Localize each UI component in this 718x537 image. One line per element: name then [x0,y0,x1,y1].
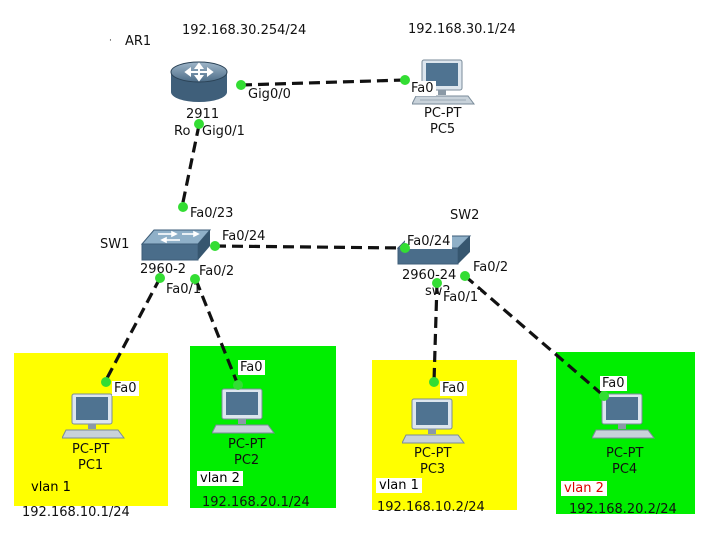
sw1-port-fa0-24: Fa0/24 [222,229,266,244]
pc3-vlan-badge: vlan 1 [376,478,422,493]
pc2-vlan-badge: vlan 2 [197,471,243,486]
pc2-type: PC-PT [228,437,266,452]
tiny-mark: · [109,36,112,46]
pc4-vlan-badge: vlan 2 [561,481,607,496]
sw2-model: 2960-24 [402,268,457,283]
pc3-port: Fa0 [440,381,467,396]
pc4-ip: 192.168.20.2/24 [569,502,677,517]
router-icon [170,61,228,102]
pc5-port: Fa0 [409,81,436,96]
link-status-dot [400,243,410,253]
pc3-type: PC-PT [414,446,452,461]
pc1-ip: 192.168.10.1/24 [22,505,130,520]
sw1-port-fa0-1: Fa0/1 [166,282,202,297]
pc1-name: PC1 [78,458,104,473]
link-status-dot [101,377,111,387]
pc-icon [61,393,125,439]
link-sw1-pc2 [194,279,240,386]
link-status-dot [194,119,204,129]
router-model: 2911 [186,107,220,122]
sw2-port-fa0-24: Fa0/24 [405,234,453,249]
pc3-ip: 192.168.10.2/24 [377,500,485,515]
router-name-partial: Ro [174,124,191,139]
link-status-dot [400,75,410,85]
link-ar1-pc5 [240,78,406,87]
link-status-dot [155,273,165,283]
sw2-port-fa0-2: Fa0/2 [471,260,511,275]
pc3-name: PC3 [420,462,446,477]
pc4[interactable] [591,392,656,440]
pc-icon [401,398,465,444]
sw1-port-fa0-2: Fa0/2 [199,264,235,279]
pc2[interactable] [211,387,276,435]
pc1-type: PC-PT [72,442,110,457]
link-status-dot [190,274,200,284]
pc5-ip: 192.168.30.1/24 [408,22,516,37]
link-sw2-pc4 [463,274,606,398]
pc4-type: PC-PT [606,446,644,461]
link-status-dot [178,202,188,212]
sw2-name: SW2 [450,208,480,223]
switch-sw1[interactable] [140,228,212,264]
pc3[interactable] [401,397,466,445]
sw1-model: 2960-2 [140,262,187,277]
pc2-name: PC2 [234,453,260,468]
pc1-port: Fa0 [112,381,139,396]
switch-icon [140,229,212,261]
router-name: AR1 [125,34,152,49]
pc-icon [211,388,275,434]
link-status-dot [429,377,439,387]
link-status-dot [210,241,220,251]
router-ip: 192.168.30.254/24 [182,23,307,38]
pc5-type: PC-PT [424,106,462,121]
link-status-dot [432,278,442,288]
pc5-name: PC5 [430,122,456,137]
link-status-dot [460,271,470,281]
sw2-port-fa0-1: Fa0/1 [441,290,481,305]
pc4-port: Fa0 [600,376,627,391]
pc2-ip: 192.168.20.1/24 [202,495,310,510]
link-status-dot [233,380,243,390]
pc1-vlan-badge: vlan 1 [28,480,74,495]
router-port-g0-1: Gig0/1 [202,124,245,139]
router-port-g0-0: Gig0/0 [246,87,293,102]
sw1-name: SW1 [100,237,130,252]
link-status-dot [236,80,246,90]
link-status-dot [599,391,609,401]
sw1-port-fa0-23: Fa0/23 [190,206,234,221]
link-ar1-sw1 [180,124,201,208]
pc4-name: PC4 [612,462,638,477]
pc1[interactable] [61,392,126,440]
link-sw1-sw2 [214,244,406,250]
link-sw1-pc1 [103,277,162,383]
pc2-port: Fa0 [238,360,265,375]
router-ar1[interactable] [168,58,230,106]
pc-icon [591,393,655,439]
